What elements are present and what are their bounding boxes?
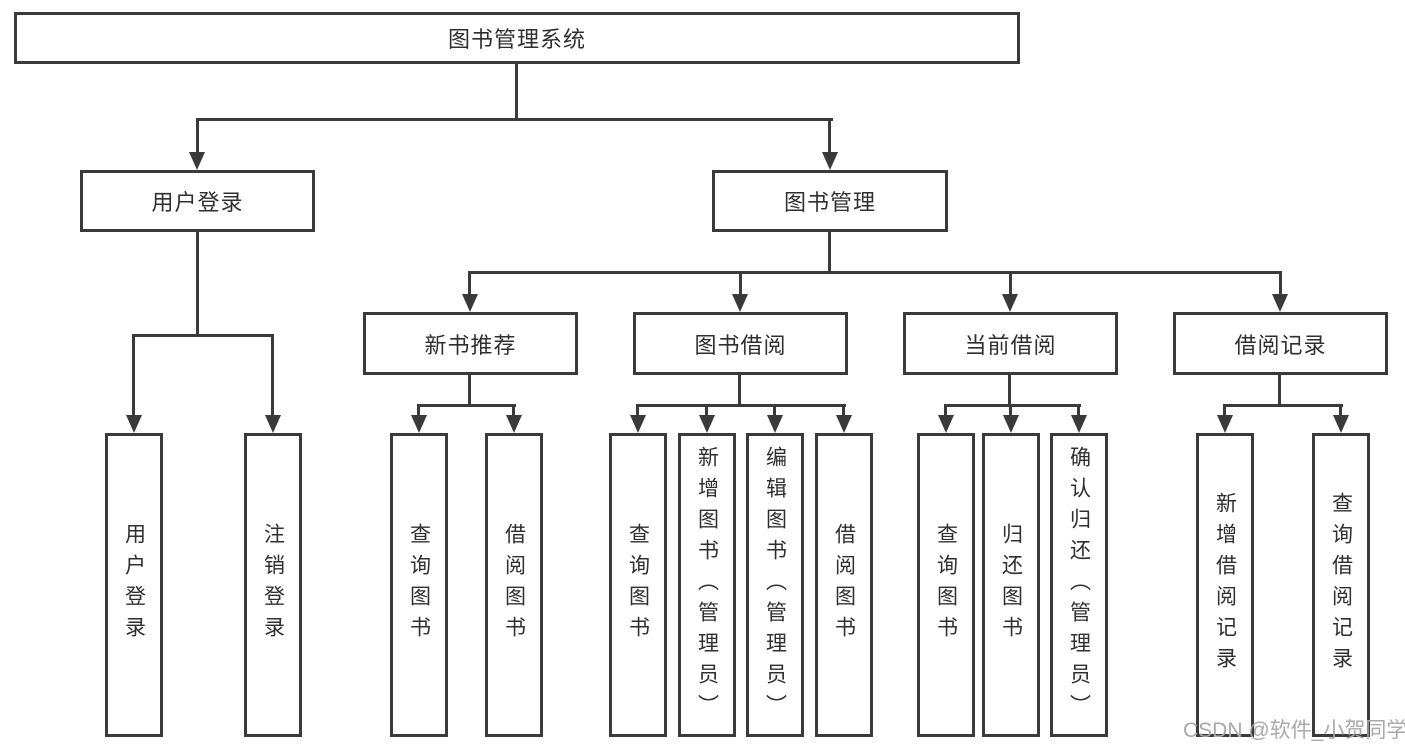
connector-leaf-stub xyxy=(705,404,708,418)
leaf-label: 注销登录 xyxy=(261,523,285,647)
arrow-down-icon xyxy=(1217,415,1233,433)
node-label: 图书借阅 xyxy=(694,332,787,358)
leaf-label: 借阅图书 xyxy=(832,523,856,647)
connector-leaf-stub xyxy=(1339,404,1342,418)
leaf-label: 确认归还（管理员） xyxy=(1067,445,1091,725)
leaf-borrow-books-recommend: 借阅图书 xyxy=(485,433,543,737)
connector-root-bar xyxy=(196,118,833,121)
leaf-label: 归还图书 xyxy=(999,523,1023,647)
arrow-down-icon xyxy=(1002,294,1018,312)
arrow-down-icon xyxy=(699,415,715,433)
connector-to-current-borrow xyxy=(1009,271,1012,298)
leaf-label: 编辑图书（管理员） xyxy=(763,445,787,725)
connector-current-borrow-stem xyxy=(1008,375,1011,406)
node-label: 当前借阅 xyxy=(964,332,1057,358)
connector-book-management-stem xyxy=(828,232,831,273)
connector-to-user-login xyxy=(196,118,199,156)
connector-to-book-management xyxy=(828,118,831,156)
arrow-down-icon xyxy=(265,415,281,433)
leaf-logout-login: 注销登录 xyxy=(244,433,302,737)
arrow-down-icon xyxy=(126,415,142,433)
leaf-query-borrow-record: 查询借阅记录 xyxy=(1312,433,1370,737)
leaf-query-books-borrow: 查询图书 xyxy=(609,433,667,737)
leaf-add-borrow-record: 新增借阅记录 xyxy=(1196,433,1254,737)
connector-borrow-record-bar xyxy=(1223,404,1343,407)
connector-to-book-borrow xyxy=(739,271,742,298)
connector-to-leaf-logout xyxy=(271,334,274,418)
connector-to-borrow-record xyxy=(1279,271,1282,298)
connector-leaf-stub xyxy=(1223,404,1226,418)
connector-book-borrow-bar xyxy=(636,404,846,407)
arrow-down-icon xyxy=(732,294,748,312)
connector-user-login-bar xyxy=(132,334,274,337)
node-library-management-system: 图书管理系统 xyxy=(14,12,1020,64)
connector-new-book-bar xyxy=(417,404,516,407)
connector-leaf-stub xyxy=(512,404,515,418)
arrow-down-icon xyxy=(462,294,478,312)
node-label: 图书管理系统 xyxy=(447,27,586,52)
leaf-label: 查询图书 xyxy=(407,523,431,647)
connector-current-borrow-bar xyxy=(944,404,1081,407)
arrow-down-icon xyxy=(767,415,783,433)
connector-root-stem xyxy=(515,64,518,121)
connector-leaf-stub xyxy=(1009,404,1012,418)
connector-book-management-bar xyxy=(468,271,1282,274)
leaf-label: 借阅图书 xyxy=(502,523,526,647)
node-borrow-records: 借阅记录 xyxy=(1173,312,1388,375)
connector-to-leaf-user-login xyxy=(132,334,135,418)
connector-borrow-record-stem xyxy=(1278,375,1281,406)
arrow-down-icon xyxy=(1003,415,1019,433)
leaf-query-books-recommend: 查询图书 xyxy=(390,433,448,737)
connector-leaf-stub xyxy=(944,404,947,418)
arrow-down-icon xyxy=(1071,415,1087,433)
leaf-label: 新增借阅记录 xyxy=(1213,492,1237,678)
arrow-down-icon xyxy=(506,415,522,433)
connector-new-book-stem xyxy=(468,375,471,406)
arrow-down-icon xyxy=(822,152,838,170)
leaf-edit-books-admin: 编辑图书（管理员） xyxy=(746,433,804,737)
arrow-down-icon xyxy=(411,415,427,433)
node-user-login: 用户登录 xyxy=(80,170,315,232)
connector-leaf-stub xyxy=(1077,404,1080,418)
connector-book-borrow-stem xyxy=(738,375,741,406)
csdn-watermark: CSDN @软件_小贺同学 xyxy=(1183,719,1405,742)
leaf-label: 新增图书（管理员） xyxy=(695,445,719,725)
connector-leaf-stub xyxy=(842,404,845,418)
leaf-label: 用户登录 xyxy=(122,523,146,647)
node-current-borrowing: 当前借阅 xyxy=(903,312,1118,375)
arrow-down-icon xyxy=(630,415,646,433)
leaf-label: 查询图书 xyxy=(934,523,958,647)
connector-to-new-book xyxy=(468,271,471,298)
connector-leaf-stub xyxy=(636,404,639,418)
arrow-down-icon xyxy=(1333,415,1349,433)
node-book-management: 图书管理 xyxy=(712,170,948,232)
node-label: 用户登录 xyxy=(151,190,244,215)
node-label: 图书管理 xyxy=(783,190,876,215)
node-book-borrowing: 图书借阅 xyxy=(633,312,848,375)
connector-leaf-stub xyxy=(417,404,420,418)
leaf-borrow-books: 借阅图书 xyxy=(815,433,873,737)
leaf-add-books-admin: 新增图书（管理员） xyxy=(678,433,736,737)
connector-leaf-stub xyxy=(773,404,776,418)
node-new-book-recommendation: 新书推荐 xyxy=(363,312,578,375)
arrow-down-icon xyxy=(189,152,205,170)
arrow-down-icon xyxy=(836,415,852,433)
leaf-label: 查询借阅记录 xyxy=(1329,492,1353,678)
leaf-user-login: 用户登录 xyxy=(105,433,163,737)
leaf-label: 查询图书 xyxy=(626,523,650,647)
node-label: 借阅记录 xyxy=(1234,332,1327,358)
arrow-down-icon xyxy=(1272,294,1288,312)
leaf-query-books-current: 查询图书 xyxy=(917,433,975,737)
arrow-down-icon xyxy=(938,415,954,433)
node-label: 新书推荐 xyxy=(424,332,517,358)
connector-user-login-stem xyxy=(196,232,199,336)
leaf-return-books: 归还图书 xyxy=(982,433,1040,737)
leaf-confirm-return-admin: 确认归还（管理员） xyxy=(1050,433,1108,737)
